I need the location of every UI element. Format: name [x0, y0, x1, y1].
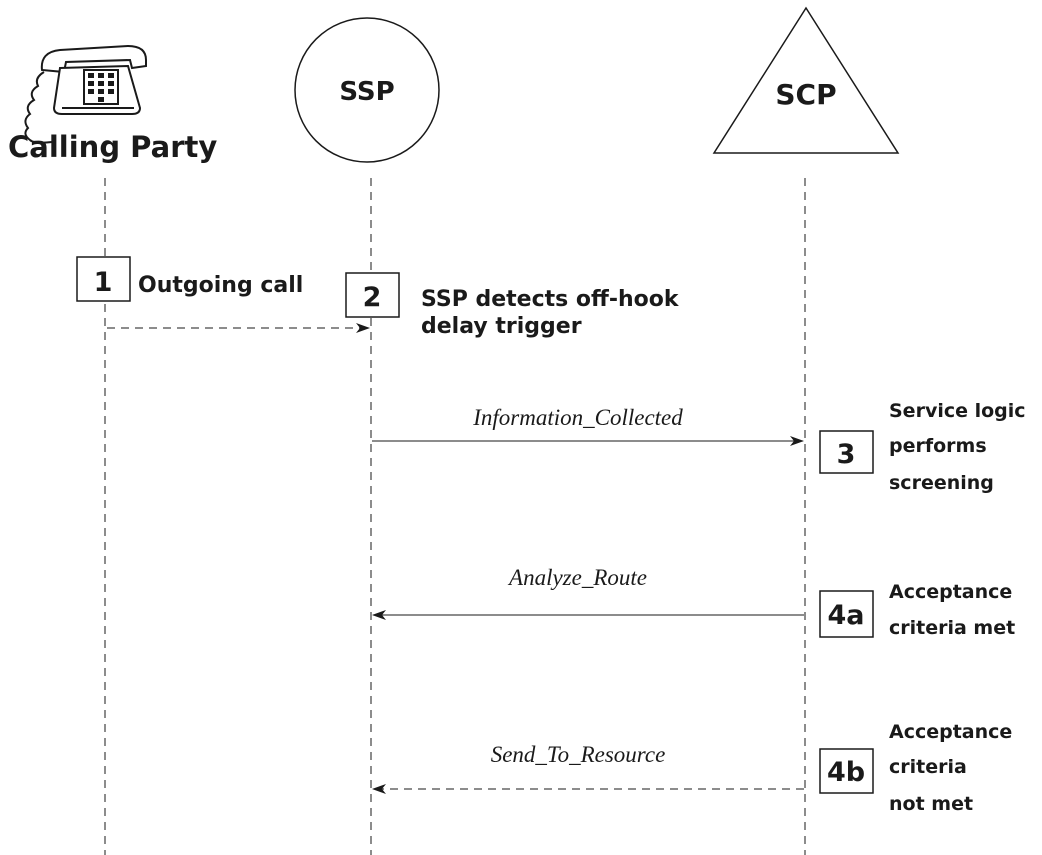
step-1-number: 1: [94, 267, 113, 298]
step-3-number: 3: [837, 439, 856, 470]
step-4b-box: [819, 748, 874, 794]
scp-node: [712, 6, 900, 154]
step-4b-text-line2: criteria: [889, 756, 967, 778]
step-2-text-line2: delay trigger: [421, 314, 582, 339]
information-collected-label: Information_Collected: [472, 405, 683, 430]
step-2-box: [345, 272, 400, 318]
calling-party-label: Calling Party: [8, 130, 217, 164]
step-2-number: 2: [363, 282, 382, 313]
send-to-resource-label: Send_To_Resource: [491, 742, 666, 767]
step-3-text-line1: Service logic: [889, 400, 1026, 422]
step-3-text-line3: screening: [889, 472, 994, 494]
step-4b-text-line1: Acceptance: [889, 721, 1012, 743]
telephone-icon: [24, 44, 147, 144]
step-2-text-line1: SSP detects off-hook: [421, 287, 680, 312]
step-4a-box: [819, 590, 874, 638]
step-4b-text-line3: not met: [889, 793, 973, 815]
ssp-label: SSP: [339, 77, 394, 107]
analyze-route-label: Analyze_Route: [507, 565, 647, 590]
step-4a-number: 4a: [827, 600, 864, 631]
step-3-box: [819, 430, 874, 474]
step-1-text: Outgoing call: [138, 273, 303, 298]
scp-label: SCP: [775, 78, 836, 111]
step-4a-text-line1: Acceptance: [889, 581, 1012, 603]
step-4a-text-line2: criteria met: [889, 617, 1015, 639]
ssp-node: [294, 17, 440, 163]
step-1-box: [76, 256, 131, 302]
step-3-text-line2: performs: [889, 435, 987, 457]
step-4b-number: 4b: [827, 757, 865, 788]
